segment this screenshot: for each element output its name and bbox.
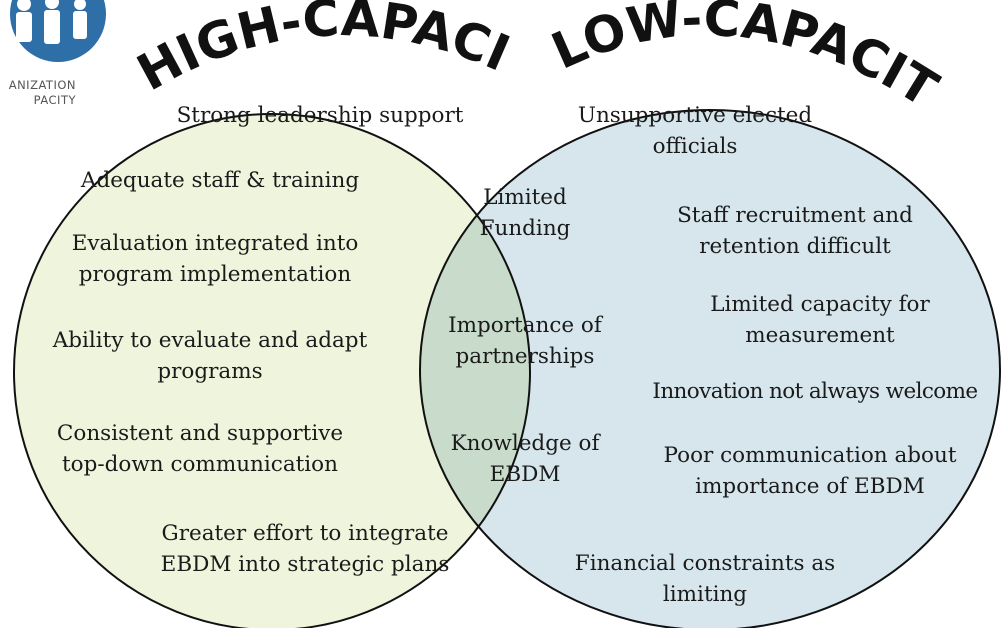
organization-logo [10, 0, 106, 62]
shared-item: Importance of partnerships [448, 313, 602, 369]
high-capacity-item: Greater effort to integrate EBDM into st… [160, 521, 450, 577]
high-capacity-outline [13, 113, 531, 628]
high-capacity-item: Ability to evaluate and adapt programs [52, 328, 368, 384]
low-capacity-item: Unsupportive elected officials [577, 103, 813, 159]
low-capacity-item: Financial constraints as limiting [574, 551, 836, 607]
low-capacity-item: Innovation not always welcome [652, 379, 978, 404]
high-capacity-circle [14, 114, 530, 628]
people-logo-icon [16, 0, 87, 44]
shared-item: Knowledge of EBDM [450, 431, 600, 487]
high-capacity-item: Strong leadership support [176, 103, 464, 128]
low-capacity-item: Staff recruitment and retention difficul… [677, 203, 913, 259]
high-capacity-item: Evaluation integrated into program imple… [71, 231, 359, 287]
low-capacity-circle [420, 110, 1000, 628]
logo-text: ANIZATION PACITY [8, 78, 76, 107]
low-capacity-item: Limited capacity for measurement [710, 292, 930, 348]
high-capacity-item: Consistent and supportive top-down commu… [56, 421, 344, 477]
low-capacity-outline [419, 109, 1001, 628]
shared-item: Limited Funding [479, 185, 571, 241]
high-capacity-item: Adequate staff & training [80, 168, 360, 193]
low-capacity-item: Poor communication about importance of E… [663, 443, 957, 499]
